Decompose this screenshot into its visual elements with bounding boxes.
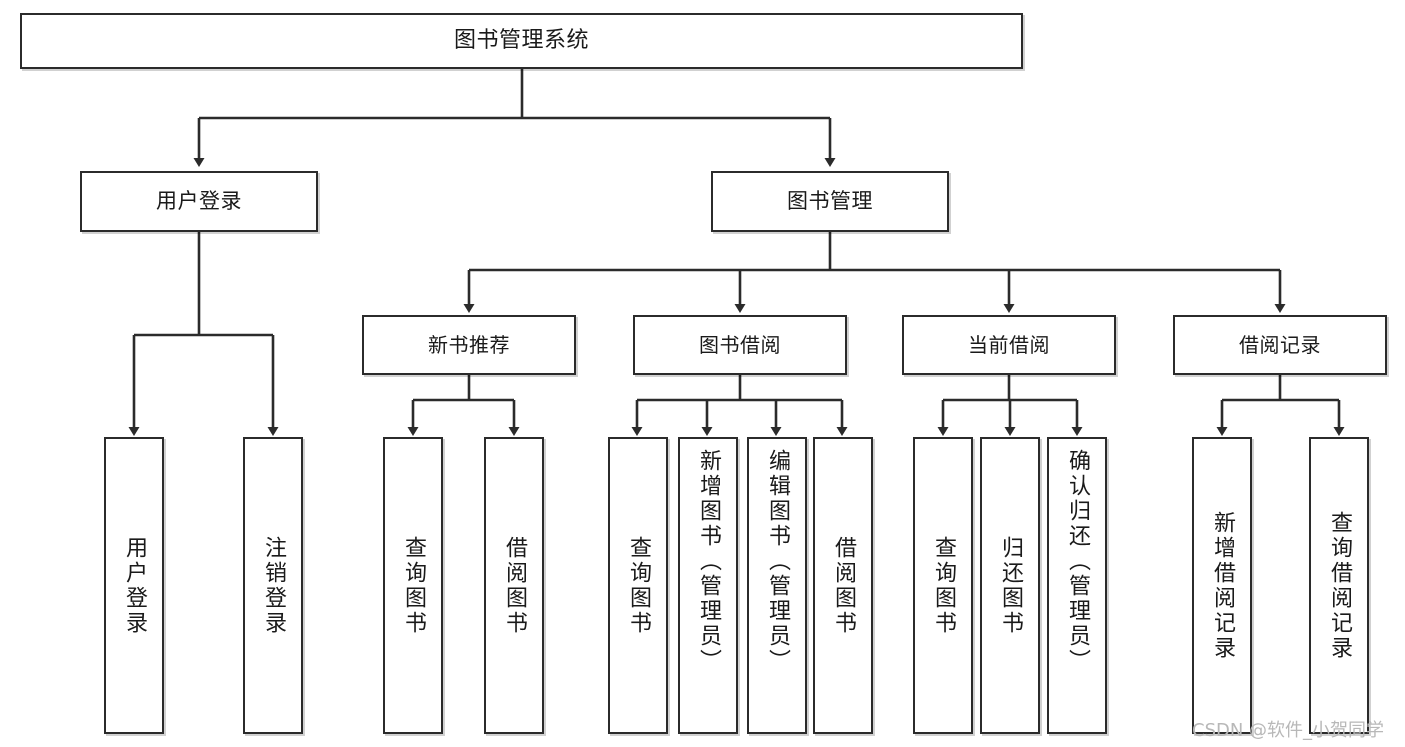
node-leaf-borrow-book-bb-label: 借阅图书 [831,535,856,636]
node-leaf-logout-label: 注销登录 [261,535,286,636]
node-user-login-label: 用户登录 [156,188,242,213]
node-root-system-label: 图书管理系统 [453,27,589,53]
node-leaf-edit-book-admin-label: 编辑图书（管理员） [765,449,790,674]
node-leaf-borrow-book-nbr[interactable]: 借阅图书 [484,437,544,734]
node-leaf-edit-book-admin[interactable]: 编辑图书（管理员） [747,437,807,734]
node-leaf-add-borrow-record[interactable]: 新增借阅记录 [1192,437,1252,734]
node-leaf-query-borrow-record[interactable]: 查询借阅记录 [1309,437,1369,734]
node-leaf-return-book[interactable]: 归还图书 [980,437,1040,734]
node-leaf-logout[interactable]: 注销登录 [243,437,303,734]
node-leaf-borrow-book-nbr-label: 借阅图书 [502,535,527,636]
node-leaf-add-book-admin-label: 新增图书（管理员） [696,449,721,674]
node-leaf-confirm-return-admin[interactable]: 确认归还（管理员） [1047,437,1107,734]
node-current-borrow[interactable]: 当前借阅 [902,315,1116,375]
node-leaf-add-book-admin[interactable]: 新增图书（管理员） [678,437,738,734]
node-book-management[interactable]: 图书管理 [711,171,949,232]
node-borrow-record-label: 借阅记录 [1239,332,1321,357]
watermark-text: CSDN @软件_小贺同学 [1192,720,1385,741]
node-new-book-recommend[interactable]: 新书推荐 [362,315,576,375]
node-leaf-query-book-nbr-label: 查询图书 [401,535,426,636]
node-leaf-query-book-cb-label: 查询图书 [931,535,956,636]
node-borrow-record[interactable]: 借阅记录 [1173,315,1387,375]
node-leaf-borrow-book-bb[interactable]: 借阅图书 [813,437,873,734]
node-leaf-confirm-return-admin-label: 确认归还（管理员） [1065,449,1090,674]
node-leaf-query-book-nbr[interactable]: 查询图书 [383,437,443,734]
node-user-login[interactable]: 用户登录 [80,171,318,232]
node-leaf-query-book-bb[interactable]: 查询图书 [608,437,668,734]
node-current-borrow-label: 当前借阅 [968,332,1050,357]
node-leaf-query-book-cb[interactable]: 查询图书 [913,437,973,734]
node-leaf-user-login[interactable]: 用户登录 [104,437,164,734]
node-leaf-add-borrow-record-label: 新增借阅记录 [1210,510,1235,661]
node-book-borrow[interactable]: 图书借阅 [633,315,847,375]
node-book-borrow-label: 图书借阅 [699,332,781,357]
node-root-system[interactable]: 图书管理系统 [20,13,1023,69]
node-leaf-query-book-bb-label: 查询图书 [626,535,651,636]
node-leaf-query-borrow-record-label: 查询借阅记录 [1327,510,1352,661]
node-book-management-label: 图书管理 [787,188,873,213]
node-leaf-return-book-label: 归还图书 [998,535,1023,636]
node-leaf-user-login-label: 用户登录 [122,535,147,636]
node-new-book-recommend-label: 新书推荐 [428,332,510,357]
